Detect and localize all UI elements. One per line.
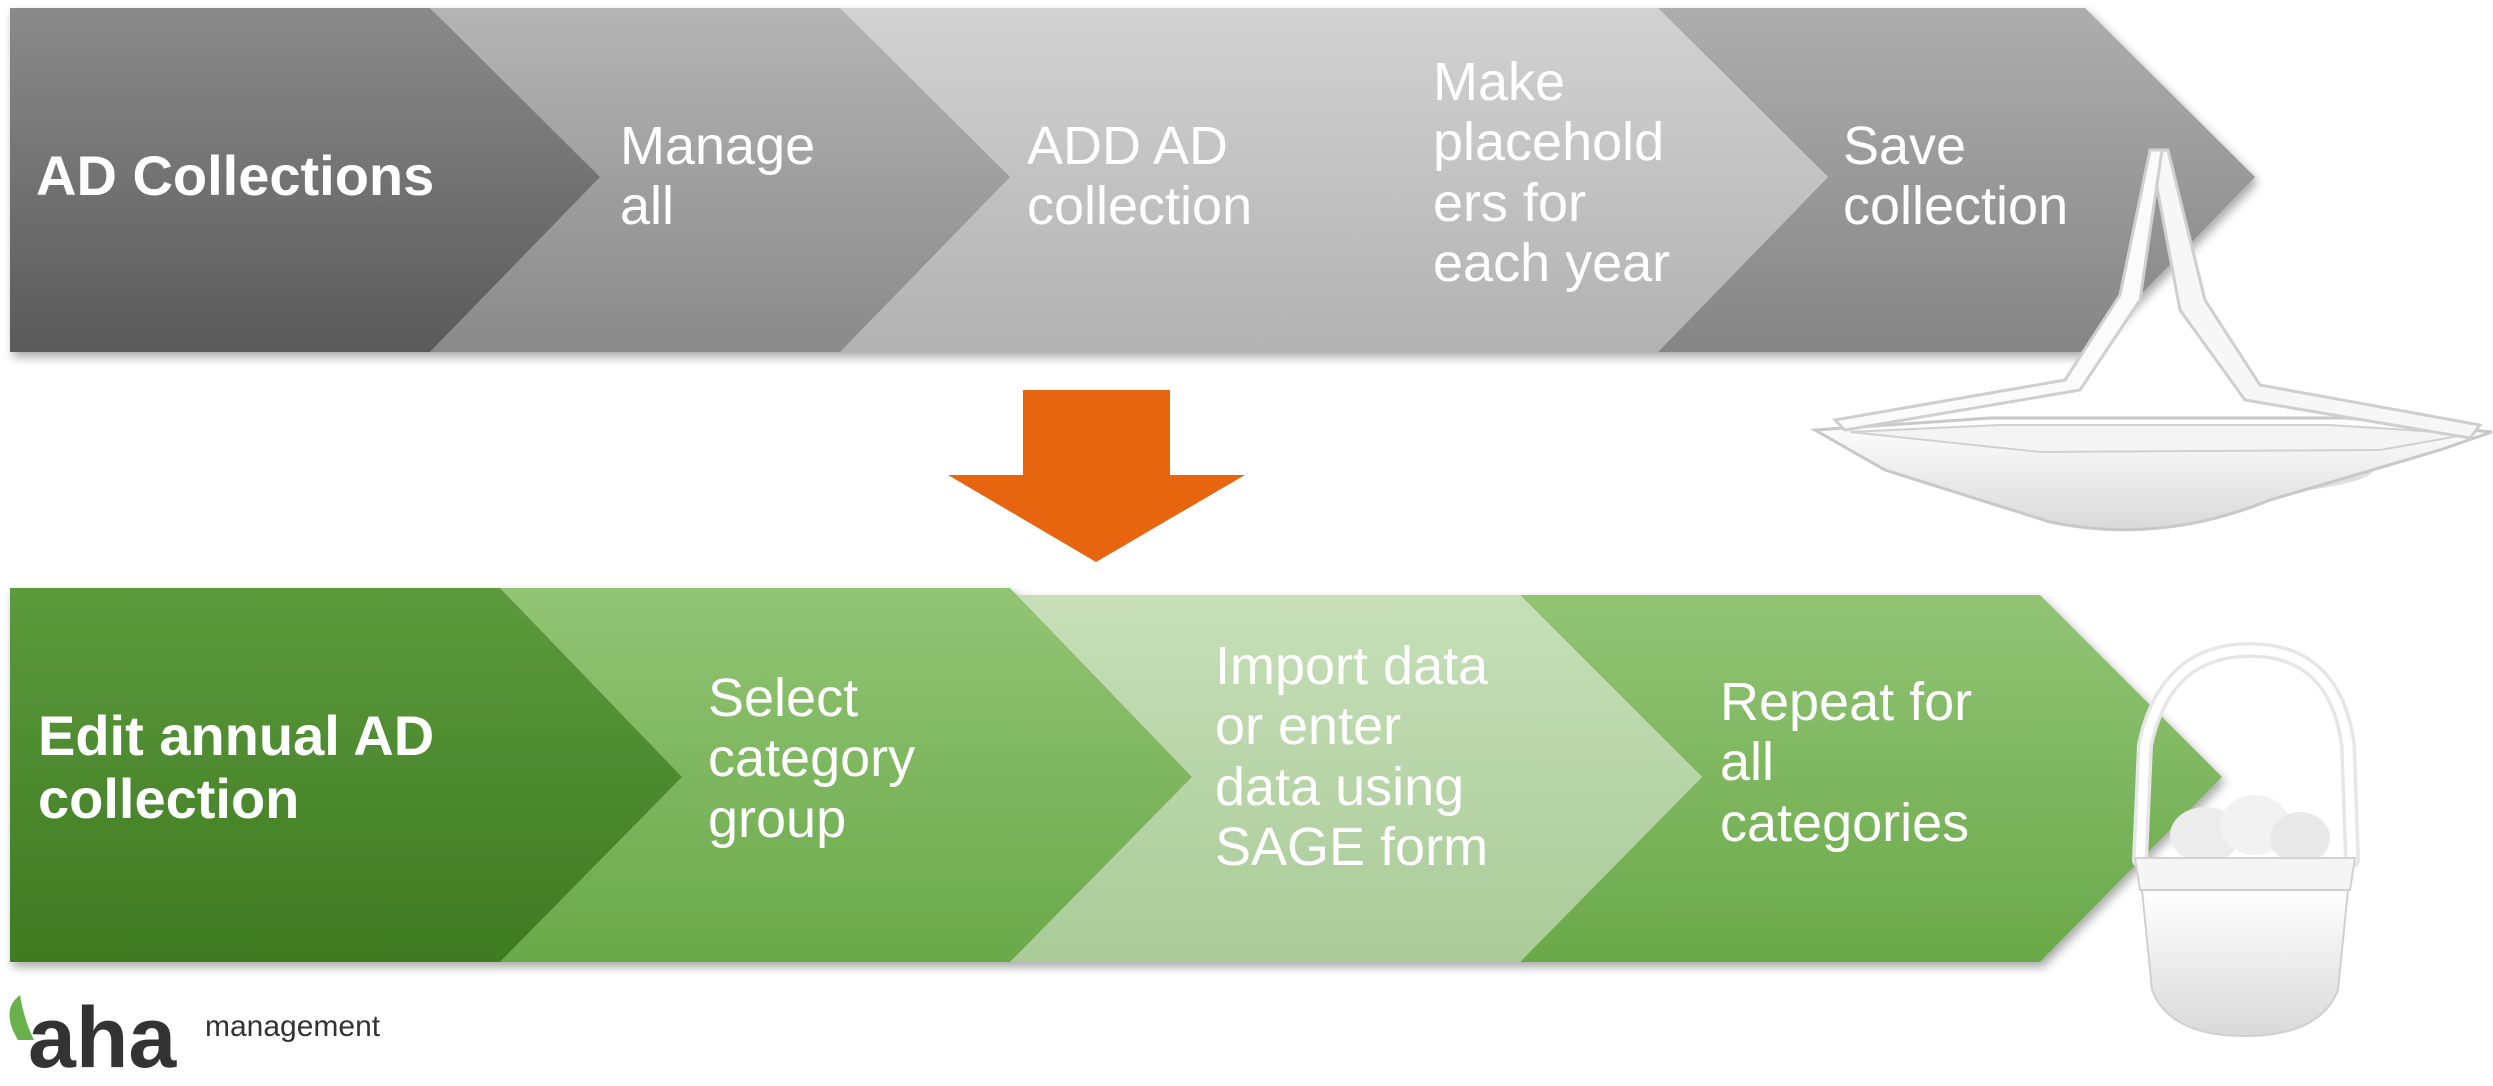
bottom-lead-label: Edit annual AD collection [38,704,435,830]
logo-word: aha [28,990,177,1086]
bottom-process-row [10,588,2222,962]
bottom-lead-chevron [10,588,682,962]
bottom-step-3-chevron [1520,595,2222,962]
top-step-2-label: ADD AD collection [1027,116,1253,237]
top-step-3-chevron [1248,8,1828,352]
logo-subtitle: management [205,1010,381,1043]
top-step-4-chevron [1658,8,2255,352]
top-step-1-chevron [430,8,1010,352]
top-lead-label: AD Collections [36,144,435,207]
top-step-4-label: Save collection [1843,116,2069,237]
process-diagram [9,8,2493,1040]
top-step-3-label: Make placehold ers for each year [1433,52,1671,294]
bottom-step-1-label: Select category group [708,668,916,849]
bottom-step-3-label: Repeat for all categories [1720,672,1973,853]
logo-leaf-icon [9,995,34,1040]
top-lead-chevron [10,8,600,352]
bottom-step-2-label: Import data or enter data using SAGE for… [1215,636,1489,878]
bottom-step-2-chevron [1010,595,1702,962]
top-step-1-label: Manage all [620,116,816,237]
down-arrow [948,390,1245,562]
basket-image [2132,641,2360,1038]
bottom-step-1-chevron [500,588,1192,962]
top-process-row [10,8,2255,352]
tray-image [1809,148,2493,532]
top-step-2-chevron [840,8,1418,352]
